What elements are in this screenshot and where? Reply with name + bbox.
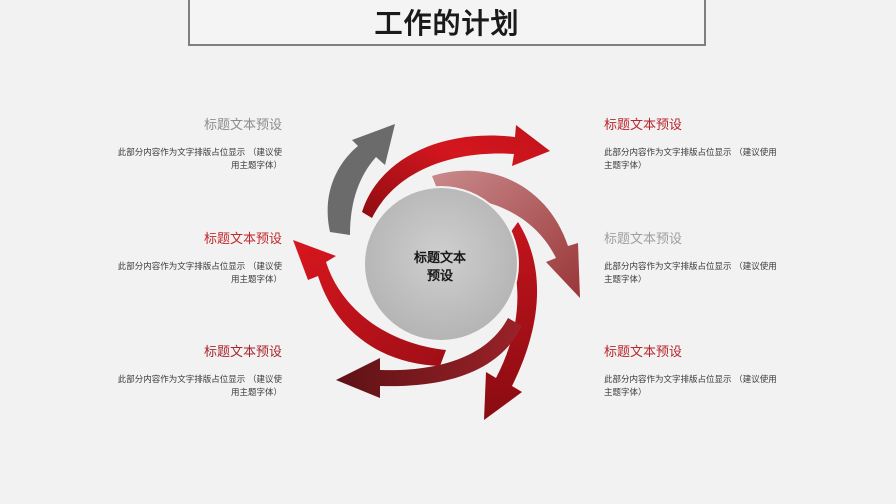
slide-title-box: 工作的计划 xyxy=(188,0,706,46)
text-block-right-2: 标题文本预设 此部分内容作为文字排版占位显示 （建议使用 主题字体） xyxy=(604,231,804,287)
text-block-right-1: 标题文本预设 此部分内容作为文字排版占位显示 （建议使用 主题字体） xyxy=(604,117,804,173)
item-body-line1: 此部分内容作为文字排版占位显示 （建议使用 xyxy=(604,375,777,385)
center-label: 标题文本 预设 xyxy=(390,250,490,286)
item-body-line1: 此部分内容作为文字排版占位显示 （建议使 xyxy=(117,262,282,272)
slide-title: 工作的计划 xyxy=(374,7,520,40)
item-body-line1: 此部分内容作为文字排版占位显示 （建议使用 xyxy=(604,148,777,158)
text-block-left-3: 标题文本预设 此部分内容作为文字排版占位显示 （建议使 用主题字体） xyxy=(82,344,282,400)
center-label-line1: 标题文本 xyxy=(413,251,466,266)
item-title: 标题文本预设 xyxy=(604,345,683,360)
item-body: 此部分内容作为文字排版占位显示 （建议使 用主题字体） xyxy=(82,147,282,173)
item-title: 标题文本预设 xyxy=(203,118,282,133)
item-body-line2: 用主题字体） xyxy=(230,161,282,171)
text-block-left-2: 标题文本预设 此部分内容作为文字排版占位显示 （建议使 用主题字体） xyxy=(82,231,282,287)
arrow-red-right xyxy=(484,222,538,420)
item-body-line1: 此部分内容作为文字排版占位显示 （建议使 xyxy=(117,375,282,385)
arrow-red-top xyxy=(362,125,550,218)
text-block-left-1: 标题文本预设 此部分内容作为文字排版占位显示 （建议使 用主题字体） xyxy=(82,117,282,173)
item-body: 此部分内容作为文字排版占位显示 （建议使用 主题字体） xyxy=(604,374,804,400)
item-body-line2: 主题字体） xyxy=(604,275,647,285)
item-body-line2: 用主题字体） xyxy=(230,275,282,285)
item-body: 此部分内容作为文字排版占位显示 （建议使 用主题字体） xyxy=(82,374,282,400)
arrow-red-left xyxy=(293,240,446,366)
item-title: 标题文本预设 xyxy=(203,232,282,247)
item-body-line2: 主题字体） xyxy=(604,388,647,398)
item-body: 此部分内容作为文字排版占位显示 （建议使 用主题字体） xyxy=(82,261,282,287)
item-title: 标题文本预设 xyxy=(604,118,683,133)
text-block-right-3: 标题文本预设 此部分内容作为文字排版占位显示 （建议使用 主题字体） xyxy=(604,344,804,400)
arrow-gray xyxy=(327,124,395,235)
item-title: 标题文本预设 xyxy=(604,232,683,247)
arrow-maroon xyxy=(336,318,522,398)
center-circle-fill xyxy=(365,188,517,340)
item-body-line1: 此部分内容作为文字排版占位显示 （建议使 xyxy=(117,148,282,158)
center-label-line2: 预设 xyxy=(426,269,453,284)
item-body-line2: 主题字体） xyxy=(604,161,647,171)
item-body-line1: 此部分内容作为文字排版占位显示 （建议使用 xyxy=(604,262,777,272)
item-body: 此部分内容作为文字排版占位显示 （建议使用 主题字体） xyxy=(604,147,804,173)
arrow-rose xyxy=(432,170,580,298)
item-title: 标题文本预设 xyxy=(203,345,282,360)
item-body: 此部分内容作为文字排版占位显示 （建议使用 主题字体） xyxy=(604,261,804,287)
item-body-line2: 用主题字体） xyxy=(230,388,282,398)
